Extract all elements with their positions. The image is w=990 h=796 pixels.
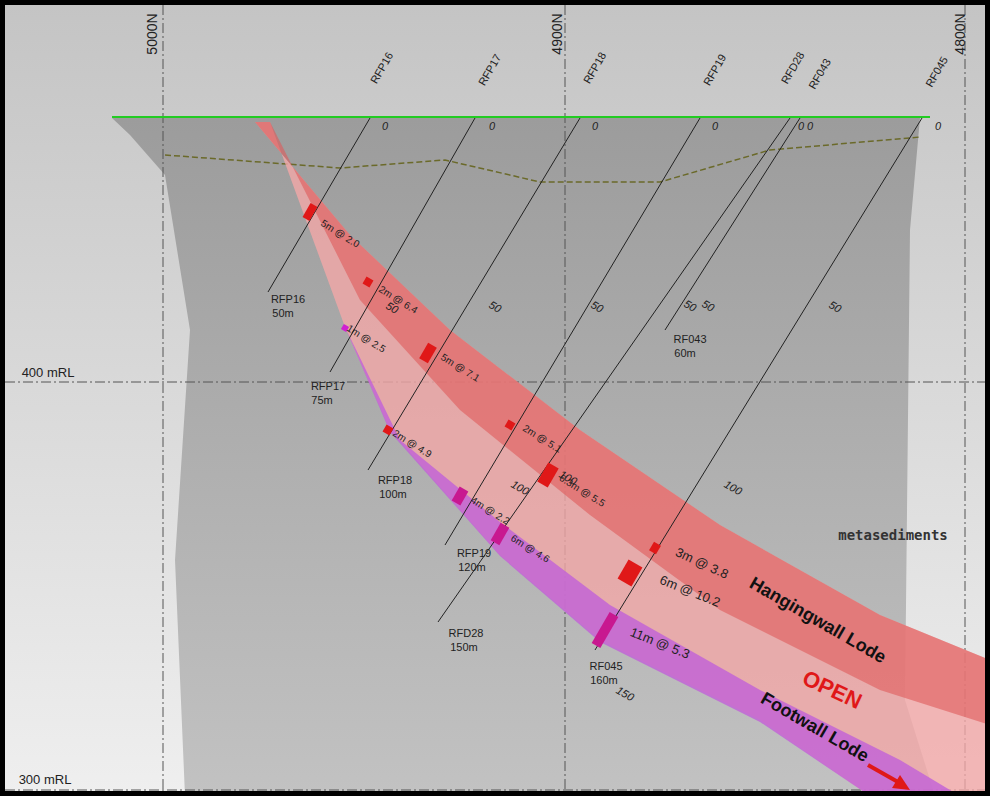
section-label: 0 — [592, 121, 598, 132]
section-label: RFP16 — [271, 294, 305, 305]
section-label: 75m — [311, 395, 332, 406]
section-label: 150m — [450, 642, 478, 653]
section-label: RFP18 — [378, 475, 412, 486]
section-label: RFP17 — [311, 381, 345, 392]
section-label: 120m — [458, 562, 486, 573]
section-label: RF043 — [673, 334, 706, 345]
section-label: 300 mRL — [19, 773, 72, 786]
section-label: 5000N — [145, 13, 159, 54]
section-label: 60m — [674, 348, 695, 359]
section-label: 0 — [712, 121, 718, 132]
intercept-markers — [303, 203, 661, 648]
open-arrow — [868, 765, 910, 790]
section-label: 4800N — [953, 13, 967, 54]
footwall-lode — [345, 327, 960, 796]
section-label: 0 — [807, 121, 813, 132]
section-label: RFP19 — [457, 548, 491, 559]
section-label: RFD28 — [449, 628, 484, 639]
section-label: 400 mRL — [22, 366, 75, 379]
section-label: 0 — [935, 121, 941, 132]
surface-line — [112, 116, 930, 118]
section-label: 100m — [379, 489, 407, 500]
section-label: 4900N — [550, 13, 564, 54]
section-label: 0 — [489, 121, 495, 132]
section-label: RF045 — [589, 661, 622, 672]
lode-envelope — [255, 122, 990, 796]
section-label: metasediments — [838, 528, 948, 542]
section-label: 0 — [798, 121, 804, 132]
section-label: 50m — [272, 308, 293, 319]
drill-holes — [268, 118, 922, 650]
section-label: 0 — [382, 121, 388, 132]
section-label: 160m — [590, 675, 618, 686]
